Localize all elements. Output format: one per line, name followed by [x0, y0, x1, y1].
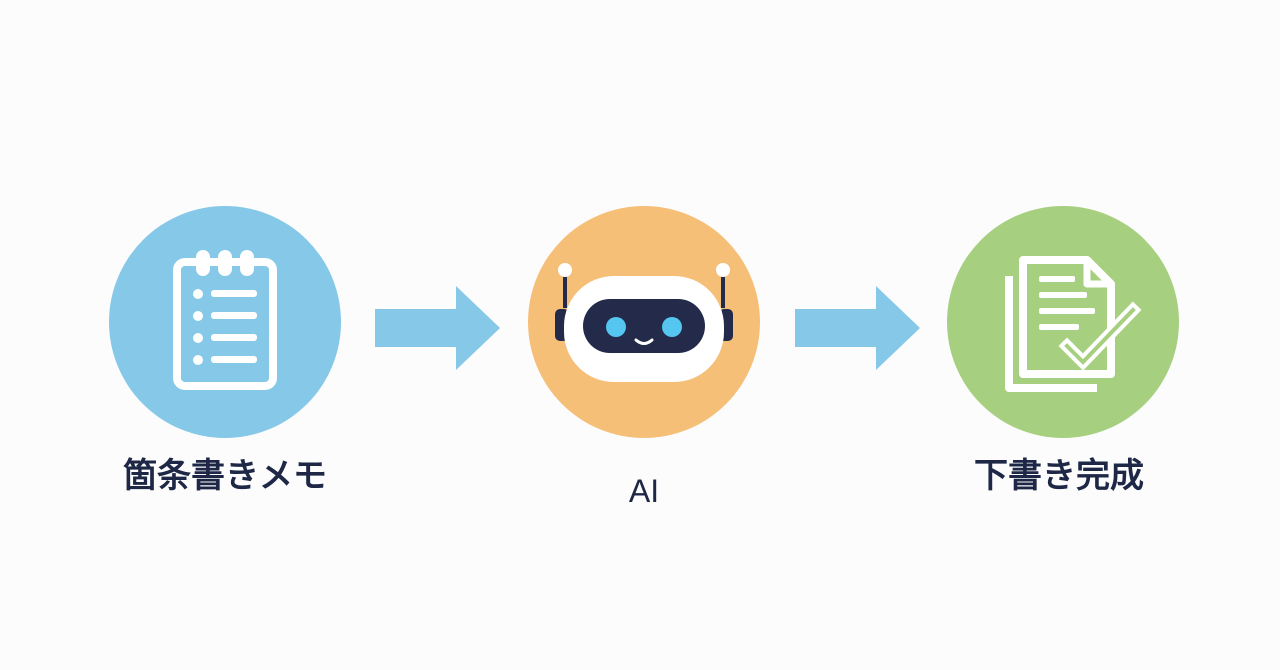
memo-step-label: 箇条書きメモ — [123, 456, 327, 496]
ai-step-circle — [528, 206, 760, 438]
notepad-list-icon — [109, 206, 341, 438]
robot-icon — [528, 206, 760, 438]
arrow-right-icon — [795, 286, 920, 370]
memo-step-circle — [109, 206, 341, 438]
ai-step-label: AI — [628, 473, 660, 509]
arrow-right-icon — [375, 286, 500, 370]
document-check-icon — [947, 206, 1179, 438]
done-step-label: 下書き完成 — [974, 456, 1144, 496]
done-step-circle — [947, 206, 1179, 438]
